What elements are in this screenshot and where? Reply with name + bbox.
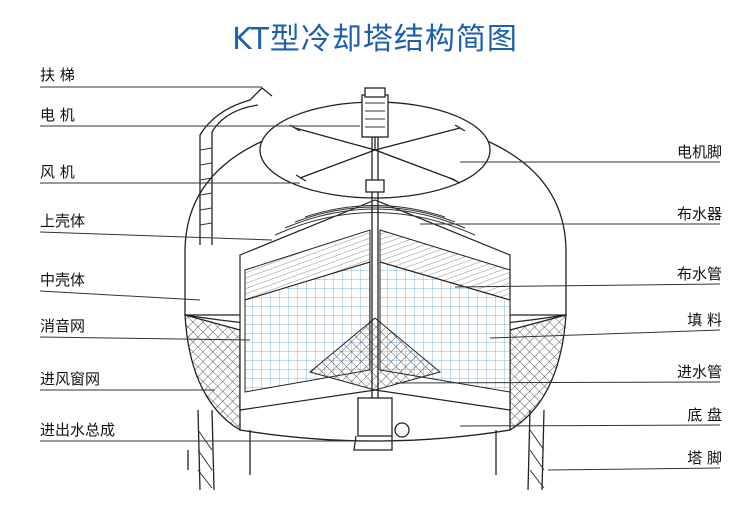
label-ladder: 扶 梯 — [40, 66, 75, 84]
label-distribution-pipe: 布水管 — [676, 265, 722, 283]
label-motor-mount: 电机脚 — [676, 143, 722, 161]
ladder — [187, 87, 273, 470]
label-silencer-net: 消音网 — [40, 317, 86, 335]
tower-legs — [197, 409, 545, 491]
label-tower-leg: 塔 脚 — [687, 449, 722, 467]
inlet-window-net-left — [184, 314, 241, 432]
label-fan: 风 机 — [40, 163, 75, 181]
label-water-distributor: 布水器 — [676, 205, 722, 223]
motor-unit — [361, 87, 389, 138]
leader-lines-left — [39, 86, 360, 442]
water-distributor-arcs — [274, 205, 476, 236]
distributor-hub — [365, 179, 385, 193]
label-inlet-outlet-manifold: 进出水总成 — [40, 421, 116, 439]
label-fill: 填 料 — [687, 311, 722, 329]
label-inlet-pipe: 进水管 — [676, 363, 722, 381]
label-inlet-window-net: 进风窗网 — [40, 370, 101, 388]
label-middle-shell: 中壳体 — [40, 271, 86, 289]
label-motor: 电 机 — [40, 106, 75, 124]
label-base-basin: 底 盘 — [687, 406, 722, 424]
diagram-title: KT型冷却塔结构简图 — [232, 22, 518, 57]
leader-lines-right — [394, 161, 721, 471]
label-upper-shell: 上壳体 — [40, 212, 86, 230]
fan-blades — [294, 108, 461, 181]
inlet-window-net-right — [509, 314, 567, 432]
inlet-outlet-manifold — [357, 397, 393, 437]
